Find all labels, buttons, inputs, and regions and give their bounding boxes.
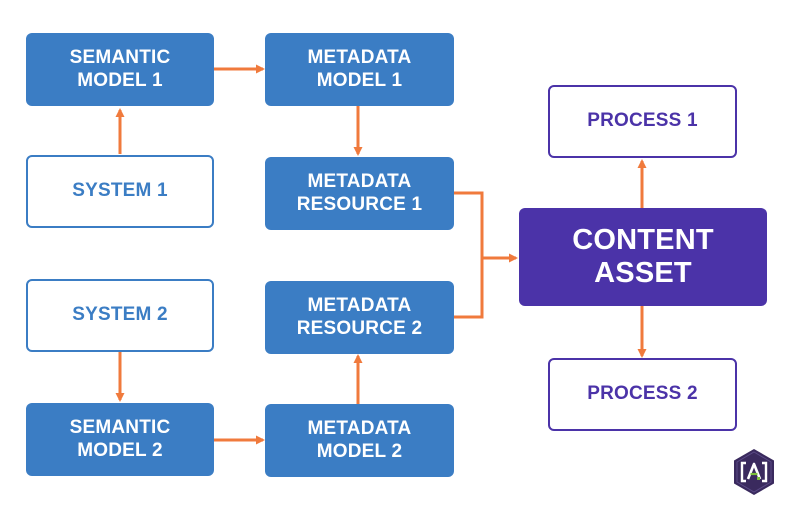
process-2-node: PROCESS 2 (548, 358, 737, 431)
metadata-resource-1-node: METADATA RESOURCE 1 (265, 157, 454, 230)
content-asset-node: CONTENT ASSET (519, 208, 767, 306)
metadata-resource-2-label: METADATA RESOURCE 2 (296, 294, 423, 339)
content-asset-label: CONTENT ASSET (572, 223, 714, 289)
metadata-resource-1-label: METADATA RESOURCE 1 (296, 170, 423, 215)
system-2-label: SYSTEM 2 (72, 304, 168, 326)
semantic-model-2-node: SEMANTIC MODEL 2 (26, 403, 214, 476)
edge-resource1-content (454, 191, 484, 258)
metadata-model-1-node: METADATA MODEL 1 (265, 33, 454, 106)
metadata-model-2-label: METADATA MODEL 2 (307, 417, 412, 462)
metadata-resource-2-node: METADATA RESOURCE 2 (265, 281, 454, 354)
edge-resource2-content (454, 258, 484, 319)
semantic-model-1-label: SEMANTIC MODEL 1 (69, 46, 171, 91)
metadata-model-1-label: METADATA MODEL 1 (307, 46, 412, 91)
process-2-label: PROCESS 2 (587, 383, 698, 405)
process-1-node: PROCESS 1 (548, 85, 737, 158)
metadata-model-2-node: METADATA MODEL 2 (265, 404, 454, 477)
semantic-model-1-node: SEMANTIC MODEL 1 (26, 33, 214, 106)
system-1-label: SYSTEM 1 (72, 180, 168, 202)
process-1-label: PROCESS 1 (587, 110, 698, 132)
enterprise-knowledge-logo-icon (734, 449, 774, 495)
system-1-node: SYSTEM 1 (26, 155, 214, 228)
system-2-node: SYSTEM 2 (26, 279, 214, 352)
semantic-model-2-label: SEMANTIC MODEL 2 (69, 416, 171, 461)
